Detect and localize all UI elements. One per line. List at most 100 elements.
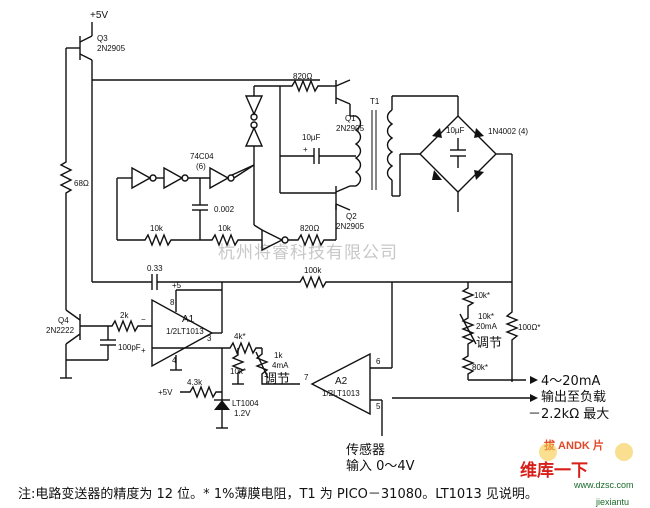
resistor-100k (290, 275, 512, 289)
arrow-out-1 (530, 376, 538, 384)
pot-10k-wiper (459, 313, 477, 345)
label-pin6: 6 (376, 357, 381, 366)
pot-10k (461, 312, 475, 350)
label-tiao-jie-1: 调节 (264, 372, 290, 387)
site-logo: 拔 ANDK 片 维库一下 www.dzsc.com jiexiantu (520, 438, 634, 507)
label-r10k-b: 10k (218, 224, 232, 233)
label-tiao-jie-2: 调节 (476, 336, 502, 351)
resistor-10k-b (200, 233, 262, 247)
inverter-top-2 (231, 121, 264, 176)
logo-brand-text: 维库一下 (520, 460, 588, 481)
label-r100: 100Ω* (518, 323, 540, 332)
resistor-80k (461, 350, 475, 380)
capacitor-033 (92, 274, 290, 290)
label-out-2: 输出至负载 (541, 389, 606, 405)
minus-sign-a1: − (141, 315, 146, 324)
label-r80k: 80k* (472, 363, 488, 372)
label-r10k-a: 10k (150, 224, 164, 233)
label-vplus-a1: +5 (172, 281, 182, 290)
label-r4k: 4k* (234, 332, 246, 341)
label-c033: 0.33 (147, 264, 163, 273)
capacitor-0002 (192, 204, 208, 240)
label-r100k: 100k (304, 266, 322, 275)
label-q4-part: 2N2222 (46, 326, 75, 335)
plus-sign-a1: + (141, 346, 146, 355)
footnote: 注:电路变送器的精度为 12 位。* 1%薄膜电阻，T1 为 PICO－3108… (18, 486, 538, 502)
transistor-q3 (65, 22, 320, 150)
label-sensor-2: 输入 0～4V (346, 458, 415, 474)
arrow-out-2 (530, 394, 538, 402)
capacitor-100pf (66, 326, 116, 361)
opamp-a1 (151, 282, 223, 371)
label-q2: Q2 (346, 212, 357, 221)
resistor-100 (505, 282, 519, 382)
reference-diode (214, 399, 230, 429)
label-q3-part: 2N2905 (97, 44, 126, 53)
label-a1-part: 1/2LT1013 (166, 327, 204, 336)
capacitor-10uf-a (279, 86, 356, 194)
label-out-3: －2.2kΩ 最大 (528, 407, 609, 422)
transistor-q1 (330, 79, 351, 116)
label-vplus-top: +5V (90, 10, 108, 21)
pot-1k (255, 348, 300, 385)
label-r10k-d: 10k* (474, 291, 490, 300)
label-r10k-c: 10k* (230, 367, 246, 376)
label-lt1004: LT1004 (232, 399, 259, 408)
label-c100pf: 100pF (118, 343, 141, 352)
label-a2-part: 1/2LT1013 (322, 389, 360, 398)
label-pin8: 8 (170, 298, 175, 307)
capacitor-10uf-b (450, 138, 466, 168)
watermark-text: 杭州将睿科技有限公司 (218, 243, 398, 263)
label-ref-v: 1.2V (234, 409, 251, 418)
label-pin5: 5 (376, 402, 381, 411)
transistor-q2 (335, 185, 351, 240)
resistor-10k-c (231, 348, 245, 384)
label-out-1: 4～20mA (541, 374, 600, 389)
label-r2k: 2k (120, 311, 129, 320)
bridge-rectifier (399, 96, 513, 282)
resistor-68 (59, 150, 73, 300)
logo-top-text: 拔 ANDK 片 (544, 438, 604, 452)
resistor-820-bot (288, 233, 336, 247)
label-q4: Q4 (58, 316, 69, 325)
inverter-top-1 (244, 85, 278, 121)
label-pot10k: 10k* (478, 312, 494, 321)
label-r820-bot: 820Ω (300, 224, 319, 233)
label-r43k: 4.3k (187, 378, 203, 387)
label-t1: T1 (370, 97, 380, 106)
label-vplus-ref: +5V (158, 388, 173, 397)
label-pot1k: 1k (274, 351, 283, 360)
logo-url-text: www.dzsc.com (573, 480, 634, 490)
pot-1k-wiper (255, 351, 269, 379)
label-pin7: 7 (304, 373, 309, 382)
resistor-10k-a (117, 233, 200, 247)
opamp-a2 (310, 282, 393, 436)
label-q3: Q3 (97, 34, 108, 43)
label-pin3: 3 (207, 334, 212, 343)
resistor-820-top (278, 79, 330, 93)
label-pot10k-sub: 20mA (476, 322, 498, 331)
label-a1: A1 (182, 314, 195, 325)
label-q2-part: 2N2905 (336, 222, 365, 231)
label-c10uf-b: 10µF (446, 126, 465, 135)
label-a2: A2 (335, 376, 348, 387)
label-pin4: 4 (172, 356, 177, 365)
resistor-2k (100, 319, 152, 333)
label-74c04: 74C04 (190, 152, 214, 161)
label-q1: Q1 (345, 114, 356, 123)
label-r68: 68Ω (74, 179, 89, 188)
label-q1-part: 2N2905 (336, 124, 365, 133)
transformer-t1 (350, 95, 458, 197)
label-hex-count: (6) (196, 162, 206, 171)
label-pot1k-sub: 4mA (272, 361, 289, 370)
label-c0002: 0.002 (214, 205, 235, 214)
transistor-q4 (60, 300, 100, 379)
logo-site-text: jiexiantu (595, 497, 629, 507)
label-r820-top: 820Ω (293, 72, 312, 81)
plus-sign-a: + (303, 145, 308, 154)
resistor-43k (180, 385, 222, 399)
resistor-4k (222, 341, 262, 355)
resistor-10k-d (461, 282, 475, 312)
inverter-chain (116, 164, 255, 240)
